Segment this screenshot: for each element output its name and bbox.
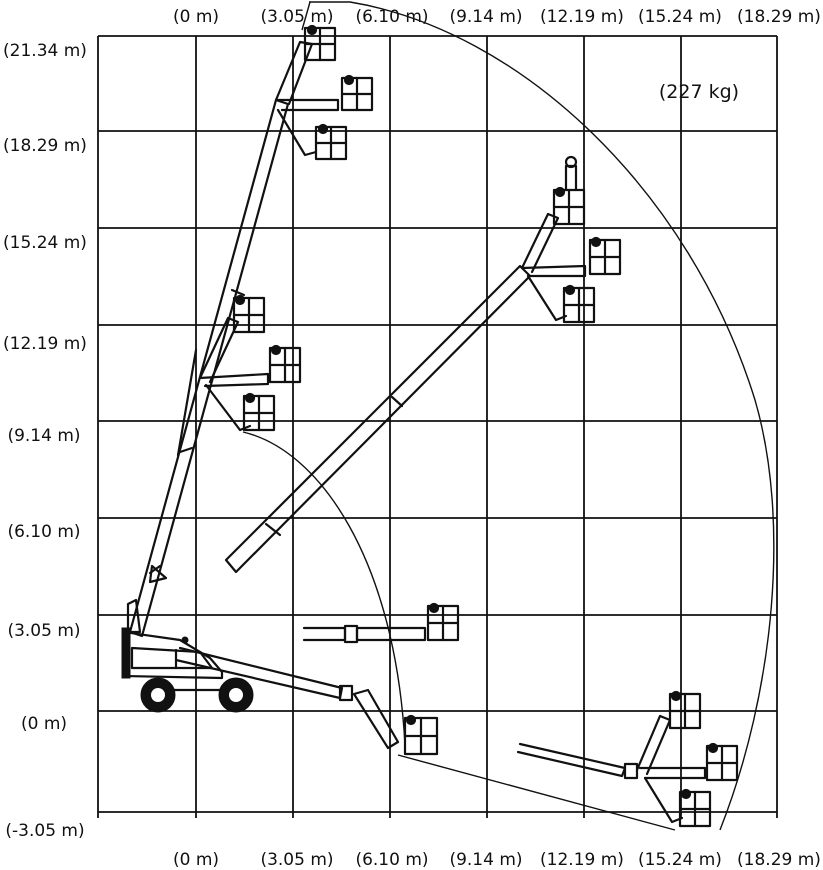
y-axis-labels: (21.34 m) (18.29 m) (15.24 m) (12.19 m) … — [3, 41, 87, 841]
boom-horizontal — [302, 624, 427, 644]
grid — [97, 35, 778, 818]
x-tick-top-3: (9.14 m) — [449, 7, 522, 27]
y-tick-8: (-3.05 m) — [5, 821, 84, 841]
x-tick-bottom-5: (15.24 m) — [638, 850, 722, 870]
x-tick-bottom-2: (6.10 m) — [355, 850, 428, 870]
platform-horizontal — [426, 602, 460, 642]
y-tick-6: (3.05 m) — [7, 621, 80, 641]
y-tick-0: (21.34 m) — [3, 41, 87, 61]
x-tick-bottom-3: (9.14 m) — [449, 850, 522, 870]
y-tick-4: (9.14 m) — [7, 426, 80, 446]
platform-top-2 — [340, 74, 374, 112]
boom-stowed — [174, 646, 400, 750]
y-tick-2: (15.24 m) — [3, 233, 87, 253]
y-tick-1: (18.29 m) — [3, 136, 87, 156]
platform-top-1 — [303, 24, 337, 62]
platform-diag-1 — [552, 155, 586, 226]
x-axis-top-labels: (0 m) (3.05 m) (6.10 m) (9.14 m) (12.19 … — [173, 7, 821, 27]
boom-below-grade — [516, 714, 707, 824]
x-tick-top-2: (6.10 m) — [355, 7, 428, 27]
platform-mid-1 — [232, 294, 266, 334]
x-tick-bottom-0: (0 m) — [173, 850, 219, 870]
platform-stowed — [403, 714, 439, 756]
x-tick-top-1: (3.05 m) — [260, 7, 333, 27]
platform-low-3 — [678, 788, 712, 828]
x-tick-top-5: (15.24 m) — [638, 7, 722, 27]
platform-mid-2 — [268, 344, 302, 384]
y-tick-3: (12.19 m) — [3, 334, 87, 354]
x-tick-top-6: (18.29 m) — [737, 7, 821, 27]
capacity-label: (227 kg) — [659, 81, 739, 103]
x-tick-bottom-6: (18.29 m) — [737, 850, 821, 870]
y-tick-7: (0 m) — [21, 714, 67, 734]
platform-mid-3 — [242, 392, 276, 432]
x-tick-bottom-4: (12.19 m) — [540, 850, 624, 870]
x-tick-top-4: (12.19 m) — [540, 7, 624, 27]
platform-diag-2 — [588, 236, 622, 276]
platform-low-1 — [668, 690, 702, 730]
platform-low-2 — [705, 742, 739, 782]
x-tick-top-0: (0 m) — [173, 7, 219, 27]
working-envelope — [242, 1, 775, 831]
y-tick-5: (6.10 m) — [7, 522, 80, 542]
x-axis-bottom-labels: (0 m) (3.05 m) (6.10 m) (9.14 m) (12.19 … — [173, 850, 821, 870]
platform-diag-3 — [562, 284, 596, 324]
machine-chassis — [121, 598, 254, 713]
x-tick-bottom-1: (3.05 m) — [260, 850, 333, 870]
platform-top-3 — [314, 123, 348, 161]
